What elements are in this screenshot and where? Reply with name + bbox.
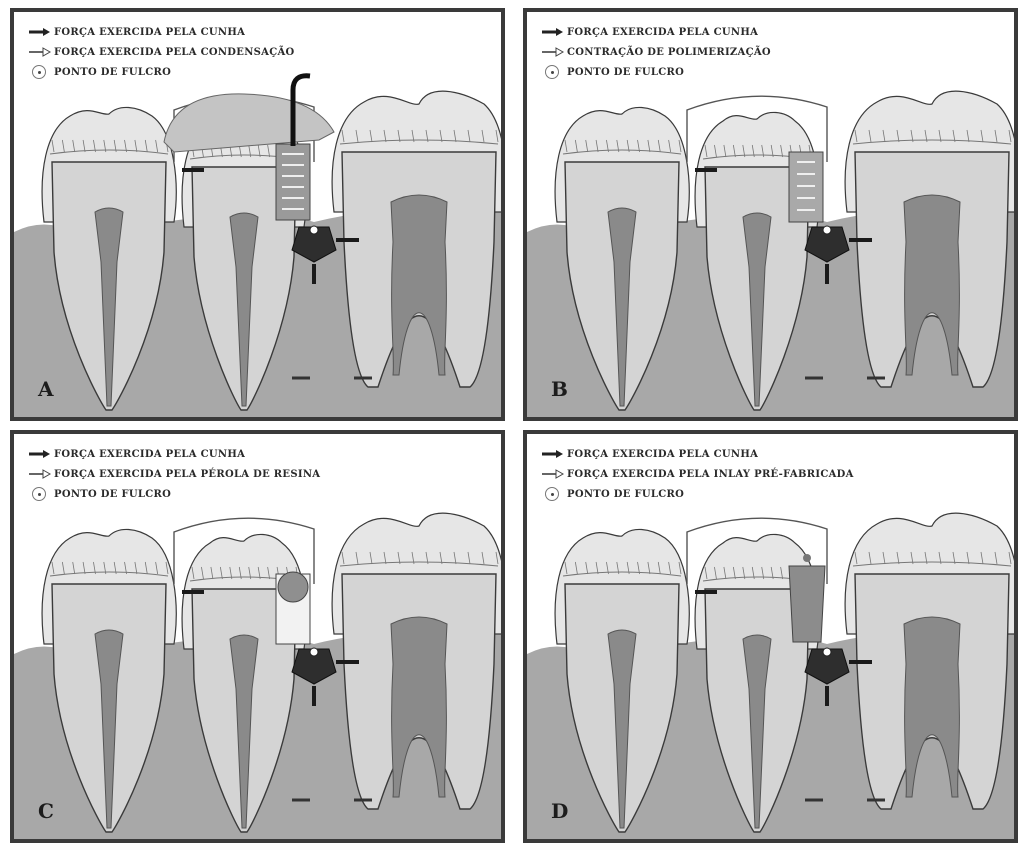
hollow-arrow-icon — [24, 47, 54, 57]
legend-item: FORÇA EXERCIDA PELA CUNHA — [24, 444, 320, 464]
legend-label: PONTO DE FULCRO — [567, 489, 684, 500]
restoration-material — [789, 152, 823, 222]
solid-arrow-icon — [537, 27, 567, 37]
panel-letter: B — [551, 377, 568, 401]
panel-d: FORÇA EXERCIDA PELA CUNHA FORÇA EXERCIDA … — [523, 430, 1018, 843]
legend-label: FORÇA EXERCIDA PELA INLAY PRÉ-FABRICADA — [567, 469, 854, 480]
legend-label: CONTRAÇÃO DE POLIMERIZAÇÃO — [567, 47, 771, 58]
hollow-arrow-icon — [24, 469, 54, 479]
panel-letter: C — [38, 799, 54, 823]
legend-item: PONTO DE FULCRO — [24, 484, 320, 504]
fulcrum-point-icon — [24, 487, 54, 501]
solid-arrow-icon — [24, 449, 54, 459]
panel-letter: A — [38, 377, 54, 401]
legend-label: PONTO DE FULCRO — [567, 67, 684, 78]
panel-a: FORÇA EXERCIDA PELA CUNHA FORÇA EXERCIDA … — [10, 8, 505, 421]
legend-item: FORÇA EXERCIDA PELA CUNHA — [24, 22, 295, 42]
legend-item: PONTO DE FULCRO — [24, 62, 295, 82]
legend-item: FORÇA EXERCIDA PELA CUNHA — [537, 22, 771, 42]
legend-item: FORÇA EXERCIDA PELA INLAY PRÉ-FABRICADA — [537, 464, 854, 484]
legend-item: FORÇA EXERCIDA PELA CUNHA — [537, 444, 854, 464]
fulcrum-point — [823, 648, 831, 656]
legend-label: FORÇA EXERCIDA PELA CUNHA — [567, 27, 758, 38]
legend-item: PONTO DE FULCRO — [537, 484, 854, 504]
fulcrum-point — [823, 226, 831, 234]
solid-arrow-icon — [537, 449, 567, 459]
legend-label: PONTO DE FULCRO — [54, 67, 171, 78]
legend: FORÇA EXERCIDA PELA CUNHA FORÇA EXERCIDA … — [24, 22, 295, 82]
prefabricated-inlay — [789, 566, 825, 642]
legend-label: FORÇA EXERCIDA PELA CONDENSAÇÃO — [54, 47, 295, 58]
solid-arrow-icon — [24, 27, 54, 37]
legend-item: FORÇA EXERCIDA PELA CONDENSAÇÃO — [24, 42, 295, 62]
resin-pearl — [278, 572, 308, 602]
legend-item: CONTRAÇÃO DE POLIMERIZAÇÃO — [537, 42, 771, 62]
fulcrum-point — [310, 226, 318, 234]
legend: FORÇA EXERCIDA PELA CUNHA FORÇA EXERCIDA … — [537, 444, 854, 504]
panel-b: FORÇA EXERCIDA PELA CUNHA CONTRAÇÃO DE PO… — [523, 8, 1018, 421]
panel-c: FORÇA EXERCIDA PELA CUNHA FORÇA EXERCIDA … — [10, 430, 505, 843]
hollow-arrow-icon — [537, 47, 567, 57]
hollow-arrow-icon — [537, 469, 567, 479]
legend: FORÇA EXERCIDA PELA CUNHA CONTRAÇÃO DE PO… — [537, 22, 771, 82]
fulcrum-point — [310, 648, 318, 656]
legend-item: FORÇA EXERCIDA PELA PÉROLA DE RESINA — [24, 464, 320, 484]
legend-label: FORÇA EXERCIDA PELA CUNHA — [54, 449, 245, 460]
legend-label: FORÇA EXERCIDA PELA CUNHA — [567, 449, 758, 460]
fulcrum-point-icon — [537, 65, 567, 79]
restoration-material — [803, 554, 811, 562]
panel-letter: D — [551, 799, 568, 823]
legend-label: FORÇA EXERCIDA PELA CUNHA — [54, 27, 245, 38]
fulcrum-point-icon — [537, 487, 567, 501]
legend-item: PONTO DE FULCRO — [537, 62, 771, 82]
legend-label: FORÇA EXERCIDA PELA PÉROLA DE RESINA — [54, 469, 320, 480]
fulcrum-point-icon — [24, 65, 54, 79]
legend-label: PONTO DE FULCRO — [54, 489, 171, 500]
legend: FORÇA EXERCIDA PELA CUNHA FORÇA EXERCIDA … — [24, 444, 320, 504]
